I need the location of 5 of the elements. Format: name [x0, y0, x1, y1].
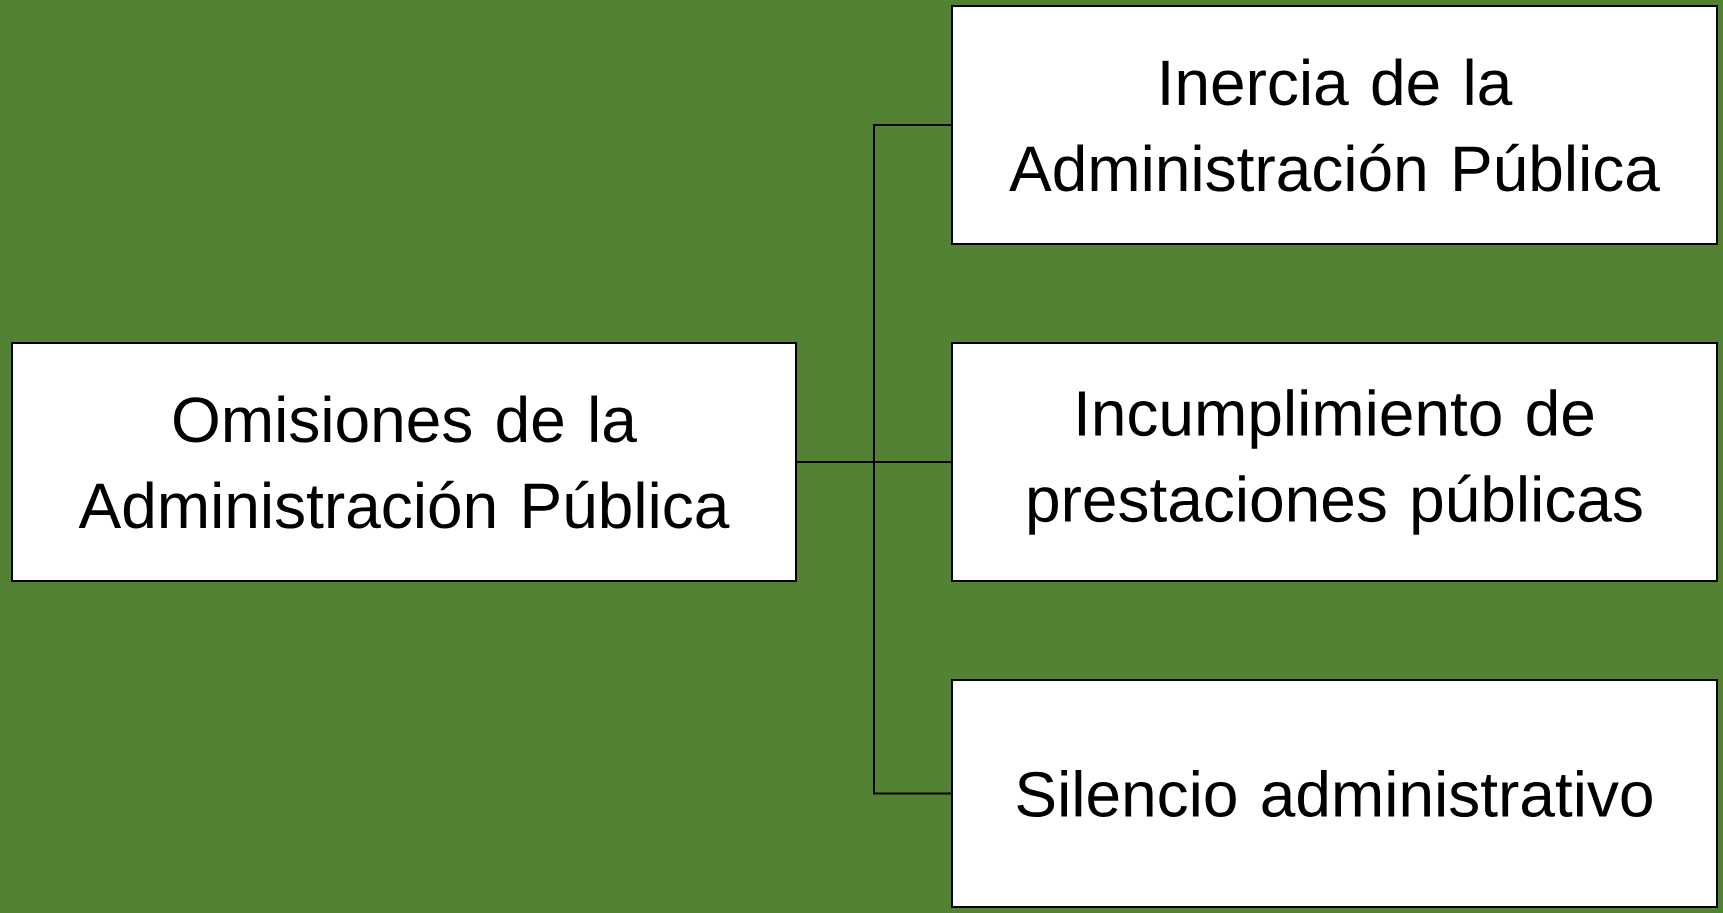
text-box: Inercia de la Administración Pública — [951, 5, 1718, 245]
text-box: Silencio administrativo — [951, 679, 1718, 908]
text-box: Omisiones de la Administración Pública — [11, 342, 797, 582]
text-box: Incumplimiento de prestaciones públicas — [951, 342, 1718, 582]
connector-line — [796, 461, 952, 795]
